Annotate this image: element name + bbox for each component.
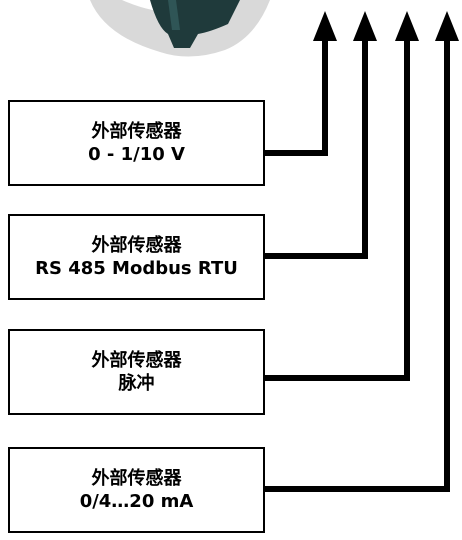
sensor-title: 外部传感器 [91, 349, 182, 371]
wire-2 [265, 40, 368, 259]
sensor-signal: 脉冲 [118, 373, 155, 394]
wire-1 [265, 40, 328, 156]
wire-4 [265, 40, 450, 492]
sensor-box-voltage: 外部传感器 0 - 1/10 V [8, 100, 265, 186]
arrow-4-icon [435, 11, 459, 41]
wire-3 [265, 40, 410, 381]
sensor-signal: RS 485 Modbus RTU [35, 258, 238, 279]
sensor-title: 外部传感器 [91, 120, 182, 142]
arrow-3-icon [395, 11, 419, 41]
sensor-title: 外部传感器 [91, 467, 182, 489]
sensor-box-current: 外部传感器 0/4…20 mA [8, 447, 265, 533]
arrow-2-icon [353, 11, 377, 41]
sensor-signal: 0 - 1/10 V [88, 144, 185, 165]
sensor-title: 外部传感器 [91, 234, 182, 256]
sensor-signal: 0/4…20 mA [79, 491, 194, 512]
sensor-box-modbus: 外部传感器 RS 485 Modbus RTU [8, 214, 265, 300]
sensor-box-pulse: 外部传感器 脉冲 [8, 329, 265, 415]
device-housing-icon [90, 0, 270, 57]
arrow-1-icon [313, 11, 337, 41]
